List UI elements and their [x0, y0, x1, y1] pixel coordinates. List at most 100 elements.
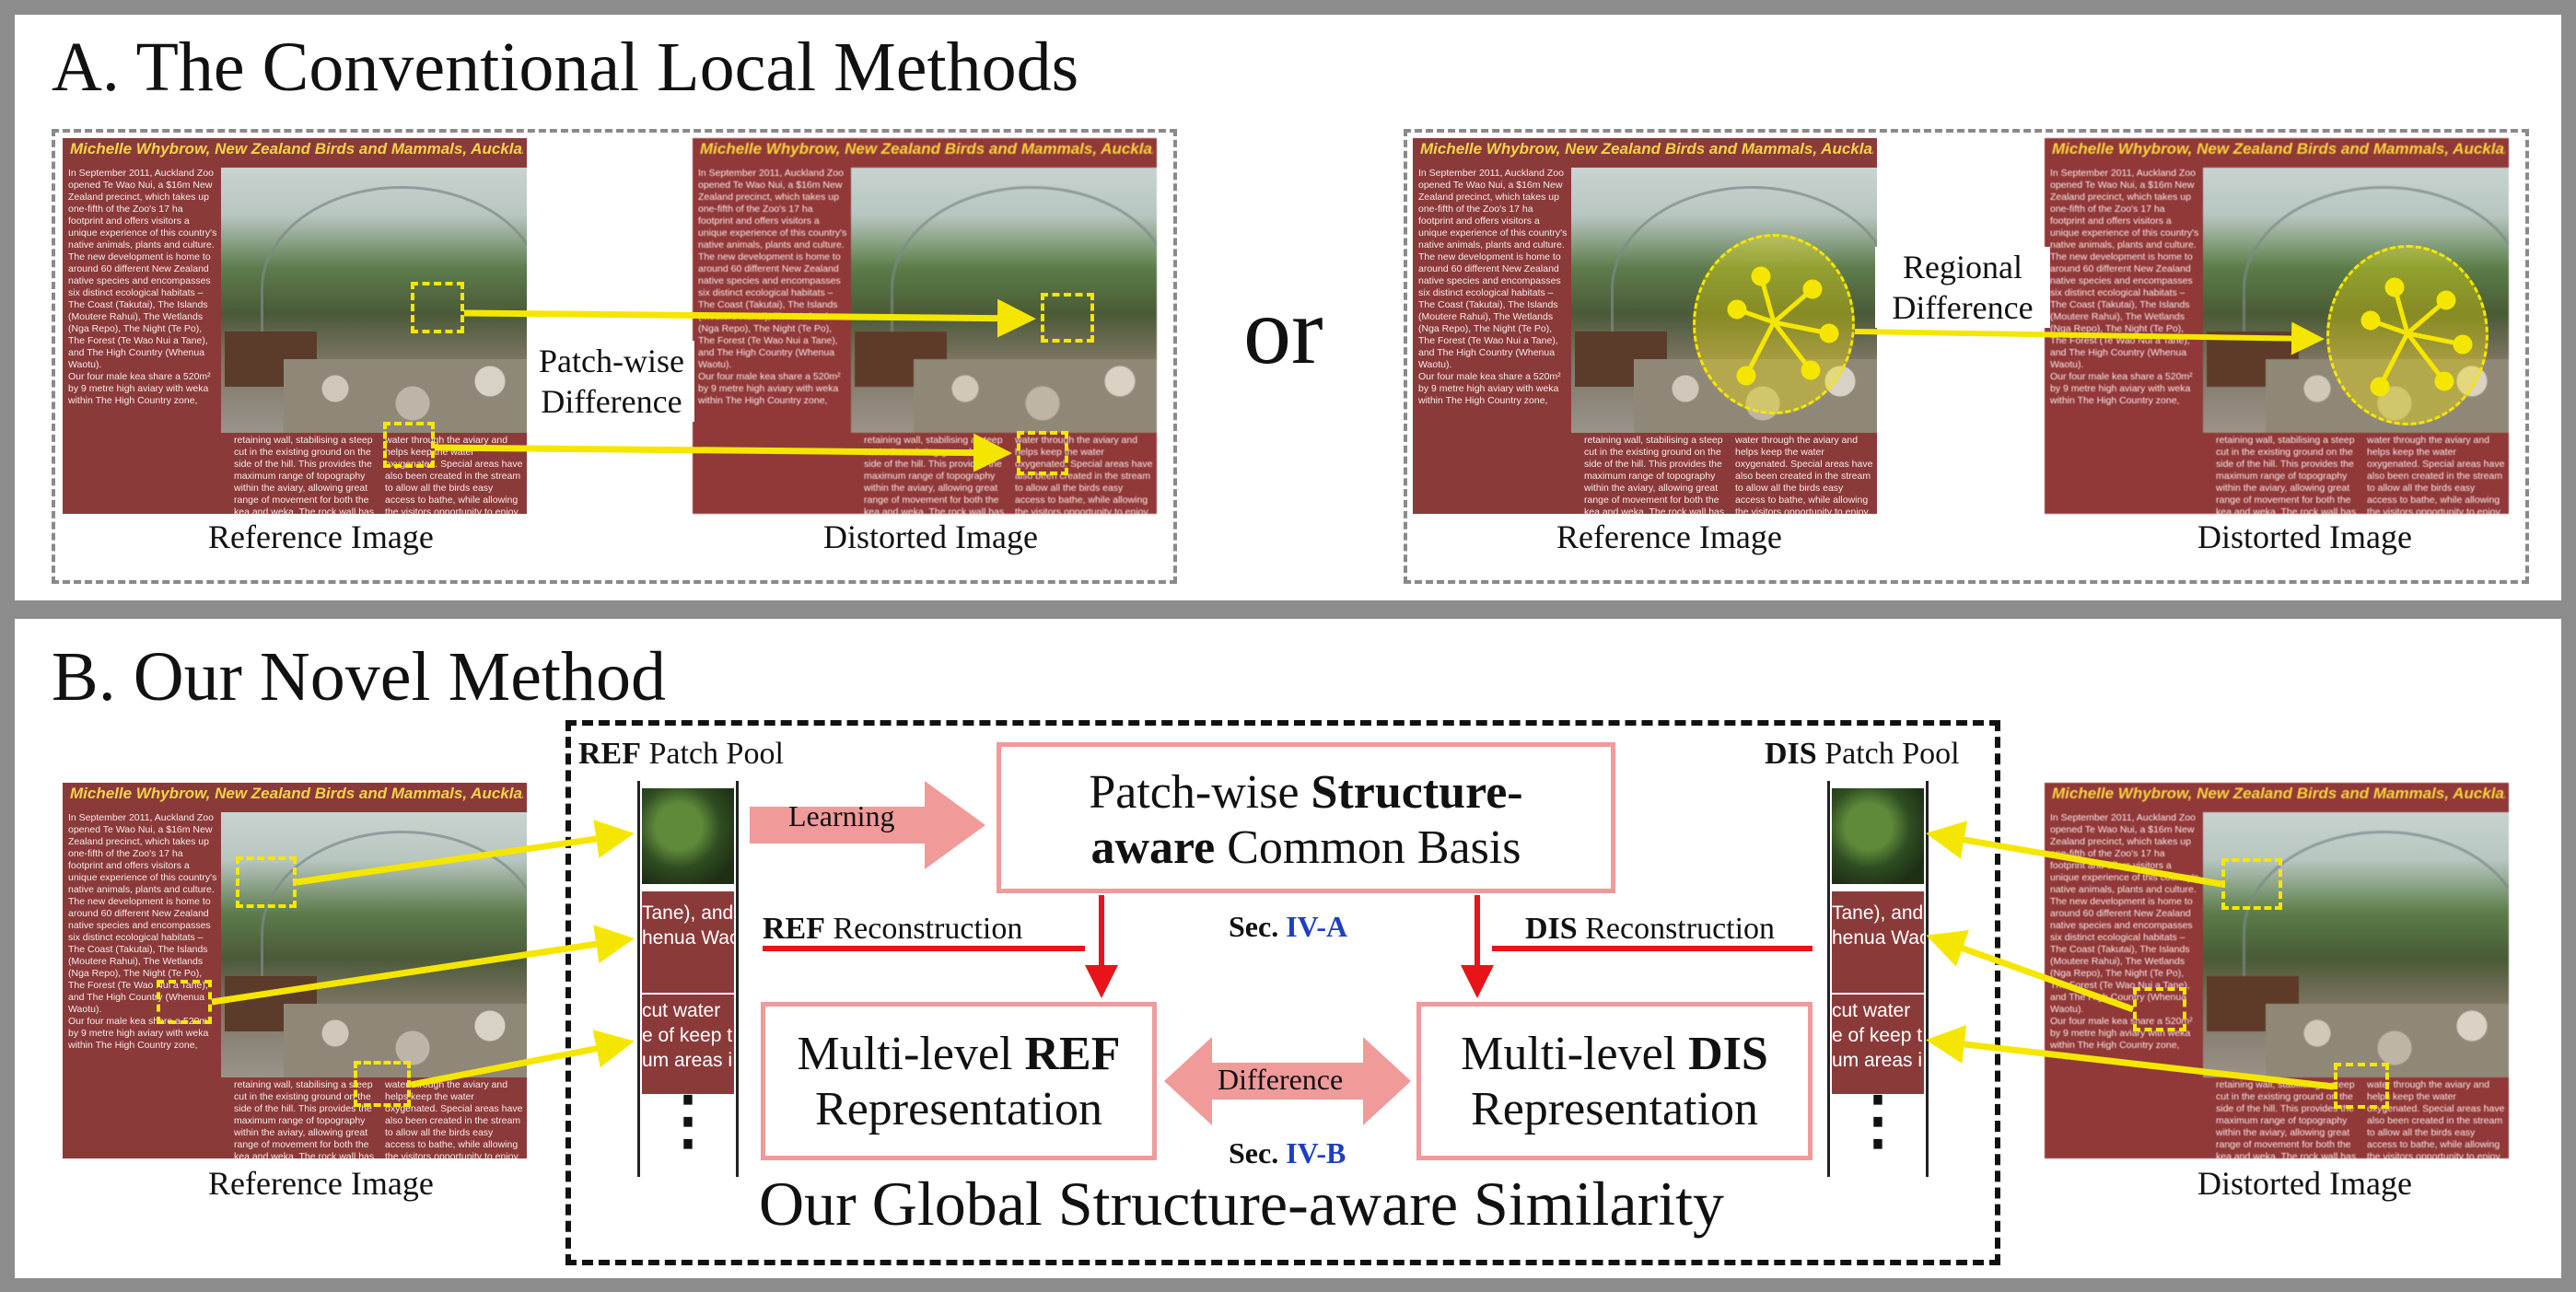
screenshot-text-bottom-right: water through the aviary and helps keep …	[2367, 435, 2505, 514]
ref-recon-bold: REF	[763, 912, 825, 946]
ref-b-arrow-2	[211, 925, 635, 1006]
screenshot-header: Michelle Whybrow, New Zealand Birds and …	[70, 785, 523, 802]
screenshot-text-bottom-left: retaining wall, stabilising a steep cut …	[234, 1079, 375, 1158]
dis-pool-tile-text-1: Tane), and henua Wao	[1832, 891, 1924, 993]
ref-representation-box: Multi-level REF Representation	[761, 1002, 1157, 1160]
dis-recon-rest: Reconstruction	[1577, 912, 1776, 946]
screenshot-text-bottom-left: retaining wall, stabilising a steep cut …	[2216, 1079, 2357, 1158]
global-similarity-frame	[565, 720, 2000, 1265]
dis-b-arrow-1	[1926, 821, 2222, 888]
ref-reconstruction-label: REF Reconstruction	[763, 912, 1022, 947]
aviary-dome	[261, 186, 527, 391]
ref-b-patch-box-3	[354, 1061, 411, 1107]
aviary-dome	[2243, 831, 2509, 1036]
ref-pool-label-bold: REF	[578, 737, 641, 771]
sec-a-ref: IV-A	[1286, 910, 1348, 943]
sec-a-prefix: Sec.	[1229, 910, 1287, 943]
aviary-rocks	[284, 359, 527, 433]
ref-patch-box-1	[411, 282, 464, 333]
screenshot-header: Michelle Whybrow, New Zealand Birds and …	[2052, 140, 2505, 157]
caption-distorted-a1: Distorted Image	[823, 518, 1038, 555]
caption-distorted-a2: Distorted Image	[2197, 518, 2412, 555]
screenshot-text-column: In September 2011, Auckland Zoo opened T…	[2050, 168, 2199, 406]
ref-pool-tile-image	[642, 788, 734, 884]
basis-line2-plain: Common Basis	[1215, 821, 1521, 874]
ref-b-patch-box-2	[157, 980, 212, 1024]
difference-label: Difference	[1218, 1063, 1344, 1096]
ref-rep-line1-bold: REF	[1024, 1028, 1121, 1080]
aviary-dome	[2243, 186, 2509, 391]
dis-representation-box: Multi-level DIS Representation	[1416, 1002, 1813, 1160]
ref-patch-box-2	[383, 422, 435, 468]
dis-pool-tile-text-2: cut water e of keep t um areas i	[1832, 995, 1924, 1094]
screenshot-header: Michelle Whybrow, New Zealand Birds and …	[2052, 785, 2505, 802]
caption-reference-a2: Reference Image	[1556, 518, 1782, 555]
section-b-arrows	[211, 781, 2335, 1125]
aviary-rocks	[2266, 1004, 2509, 1077]
ref-b-patch-box-1	[236, 856, 297, 908]
patch-arrow-1	[463, 298, 1036, 338]
screenshot-text-bottom-right: water through the aviary and helps keep …	[1735, 435, 1873, 514]
regional-label-line1: Regional	[1903, 249, 2022, 285]
sec-b-ref: IV-B	[1286, 1136, 1346, 1170]
sec-b-prefix: Sec.	[1229, 1136, 1287, 1170]
dis-rep-line2: Representation	[1471, 1083, 1758, 1135]
regional-group	[1404, 129, 2529, 584]
basis-line2: aware Common Basis	[1001, 821, 1611, 876]
common-basis-box: Patch-wise Structure- aware Common Basis	[997, 742, 1615, 893]
caption-reference-a1: Reference Image	[208, 518, 434, 555]
ref-pool-tile-text-2: cut water e of keep t um areas i	[642, 995, 734, 1094]
patch-label-line2: Difference	[541, 383, 682, 420]
ref-b-arrow-3	[410, 1030, 635, 1088]
caption-reference-b: Reference Image	[208, 1165, 434, 1202]
screenshot-text-bottom-right: water through the aviary and helps keep …	[385, 1079, 523, 1158]
patch-label-line1: Patch-wise	[539, 343, 684, 379]
distorted-image-b: Michelle Whybrow, New Zealand Birds and …	[2045, 783, 2509, 1158]
dis-pool-label-rest: Patch Pool	[1816, 737, 1960, 771]
dis-b-arrow-3	[1926, 1025, 2335, 1090]
dis-rep-line1-plain: Multi-level	[1461, 1028, 1689, 1080]
screenshot-text-bottom-left: retaining wall, stabilising a steep cut …	[234, 435, 375, 514]
reference-image-a1: Michelle Whybrow, New Zealand Birds and …	[63, 138, 527, 514]
screenshot-text-column: In September 2011, Auckland Zoo opened T…	[1418, 168, 1568, 406]
dis-recon-bold: DIS	[1525, 912, 1578, 946]
ref-rep-line2: Representation	[815, 1083, 1102, 1135]
section-b-title: B. Our Novel Method	[52, 638, 667, 716]
aviary-rocks	[914, 359, 1157, 433]
global-similarity-title: Our Global Structure-aware Similarity	[759, 1169, 1725, 1239]
dis-structure-star	[2360, 277, 2473, 397]
screenshot-header: Michelle Whybrow, New Zealand Birds and …	[70, 140, 523, 157]
screenshot-header: Michelle Whybrow, New Zealand Birds and …	[700, 140, 1153, 157]
dis-rep-line1: Multi-level DIS	[1421, 1027, 1808, 1082]
section-ref-iv-a: Sec. IV-A	[1229, 910, 1347, 944]
dis-pool-tile-image	[1832, 788, 1924, 884]
aviary-dome	[891, 186, 1157, 391]
basis-line1: Patch-wise Structure-	[1001, 765, 1611, 821]
basis-line1-plain: Patch-wise	[1089, 766, 1311, 819]
dis-pool-label-bold: DIS	[1765, 737, 1817, 771]
section-a-arrows	[434, 266, 2473, 472]
dis-patch-pool-label: DIS Patch Pool	[1765, 737, 1960, 772]
reference-image-b: Michelle Whybrow, New Zealand Birds and …	[63, 783, 527, 1158]
patch-arrow-2	[434, 433, 1012, 472]
regional-label-line2: Difference	[1892, 289, 2034, 326]
patch-wise-difference-label: Patch-wise Difference	[529, 341, 694, 422]
difference-arrow	[1164, 1037, 1411, 1125]
basis-line1-bold: Structure-	[1311, 766, 1523, 819]
screenshot-text-bottom-left: retaining wall, stabilising a steep cut …	[2216, 435, 2357, 514]
aviary-dome	[261, 831, 527, 1036]
ref-pool-tile-text-1: Tane), and henua Wao	[642, 891, 734, 993]
regional-arrow	[1854, 321, 2325, 355]
section-ref-iv-b: Sec. IV-B	[1229, 1136, 1346, 1170]
ref-b-arrow-1	[296, 820, 635, 886]
screenshot-text-column: In September 2011, Auckland Zoo opened T…	[698, 168, 847, 406]
section-a-title: A. The Conventional Local Methods	[52, 29, 1079, 106]
screenshot-text-column: In September 2011, Auckland Zoo opened T…	[68, 168, 217, 406]
learning-label: Learning	[788, 799, 895, 832]
dis-reconstruction-label: DIS Reconstruction	[1525, 912, 1775, 947]
screenshot-text-bottom-left: retaining wall, stabilising a steep cut …	[1584, 435, 1725, 514]
dis-patch-pool-strip: Tane), and henua Wao cut water e of keep…	[1827, 781, 1929, 1177]
learning-arrow	[750, 781, 985, 869]
ref-structure-star	[1727, 266, 1839, 386]
ref-patch-pool-label: REF Patch Pool	[578, 737, 784, 772]
